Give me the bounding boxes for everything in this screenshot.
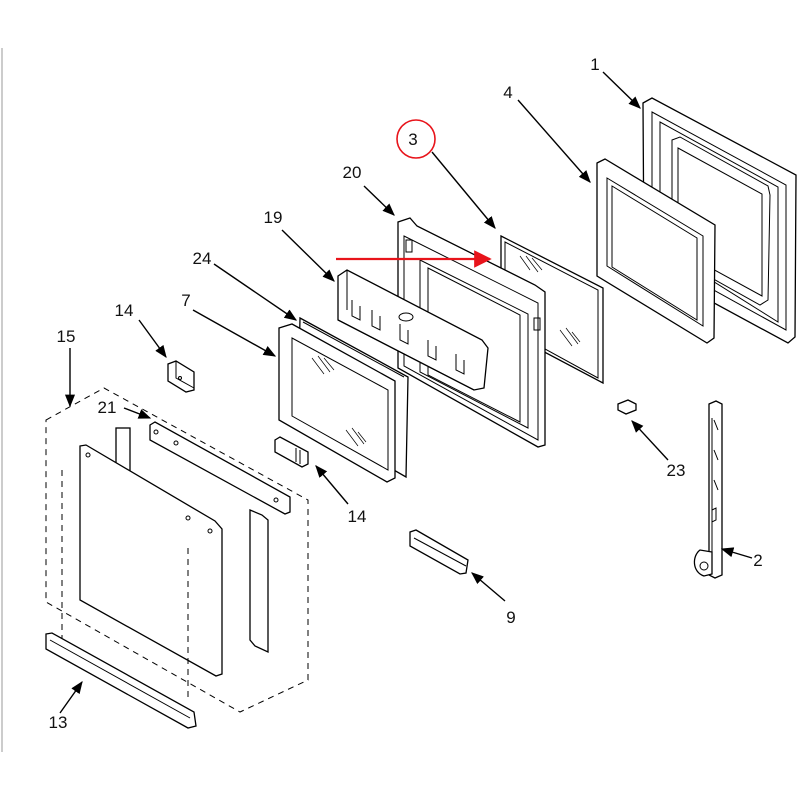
callout-21: 21 <box>98 398 117 417</box>
part-19-heat-shield <box>337 269 489 391</box>
callout-20: 20 <box>343 163 362 182</box>
callout-14-upper: 14 <box>115 301 134 320</box>
leader-lines <box>59 71 753 714</box>
part-14-upper-bracket <box>167 360 195 393</box>
outer-glass-panel <box>61 427 269 700</box>
callout-7: 7 <box>181 291 190 310</box>
callout-13: 13 <box>49 713 68 732</box>
part-2-hinge <box>693 400 723 579</box>
part-4-frame <box>596 158 716 344</box>
part-14-lower-bracket <box>274 436 309 468</box>
callout-2: 2 <box>753 551 762 570</box>
part-7-inner-glass <box>278 323 396 483</box>
part-15-door-assembly-outline <box>45 387 309 713</box>
callout-4: 4 <box>503 83 512 102</box>
callout-23: 23 <box>667 461 686 480</box>
callout-14-lower: 14 <box>348 507 367 526</box>
callout-24: 24 <box>193 249 212 268</box>
highlight-circle <box>396 119 436 159</box>
callout-1: 1 <box>590 55 599 74</box>
callout-3: 3 <box>408 130 417 149</box>
callout-15: 15 <box>57 327 76 346</box>
part-23-clip <box>617 399 637 415</box>
part-21-trim-strip <box>149 421 291 515</box>
part-13-handle <box>45 632 197 729</box>
callout-9: 9 <box>506 608 515 627</box>
part-9-vent <box>409 529 469 575</box>
callout-19: 19 <box>264 208 283 227</box>
